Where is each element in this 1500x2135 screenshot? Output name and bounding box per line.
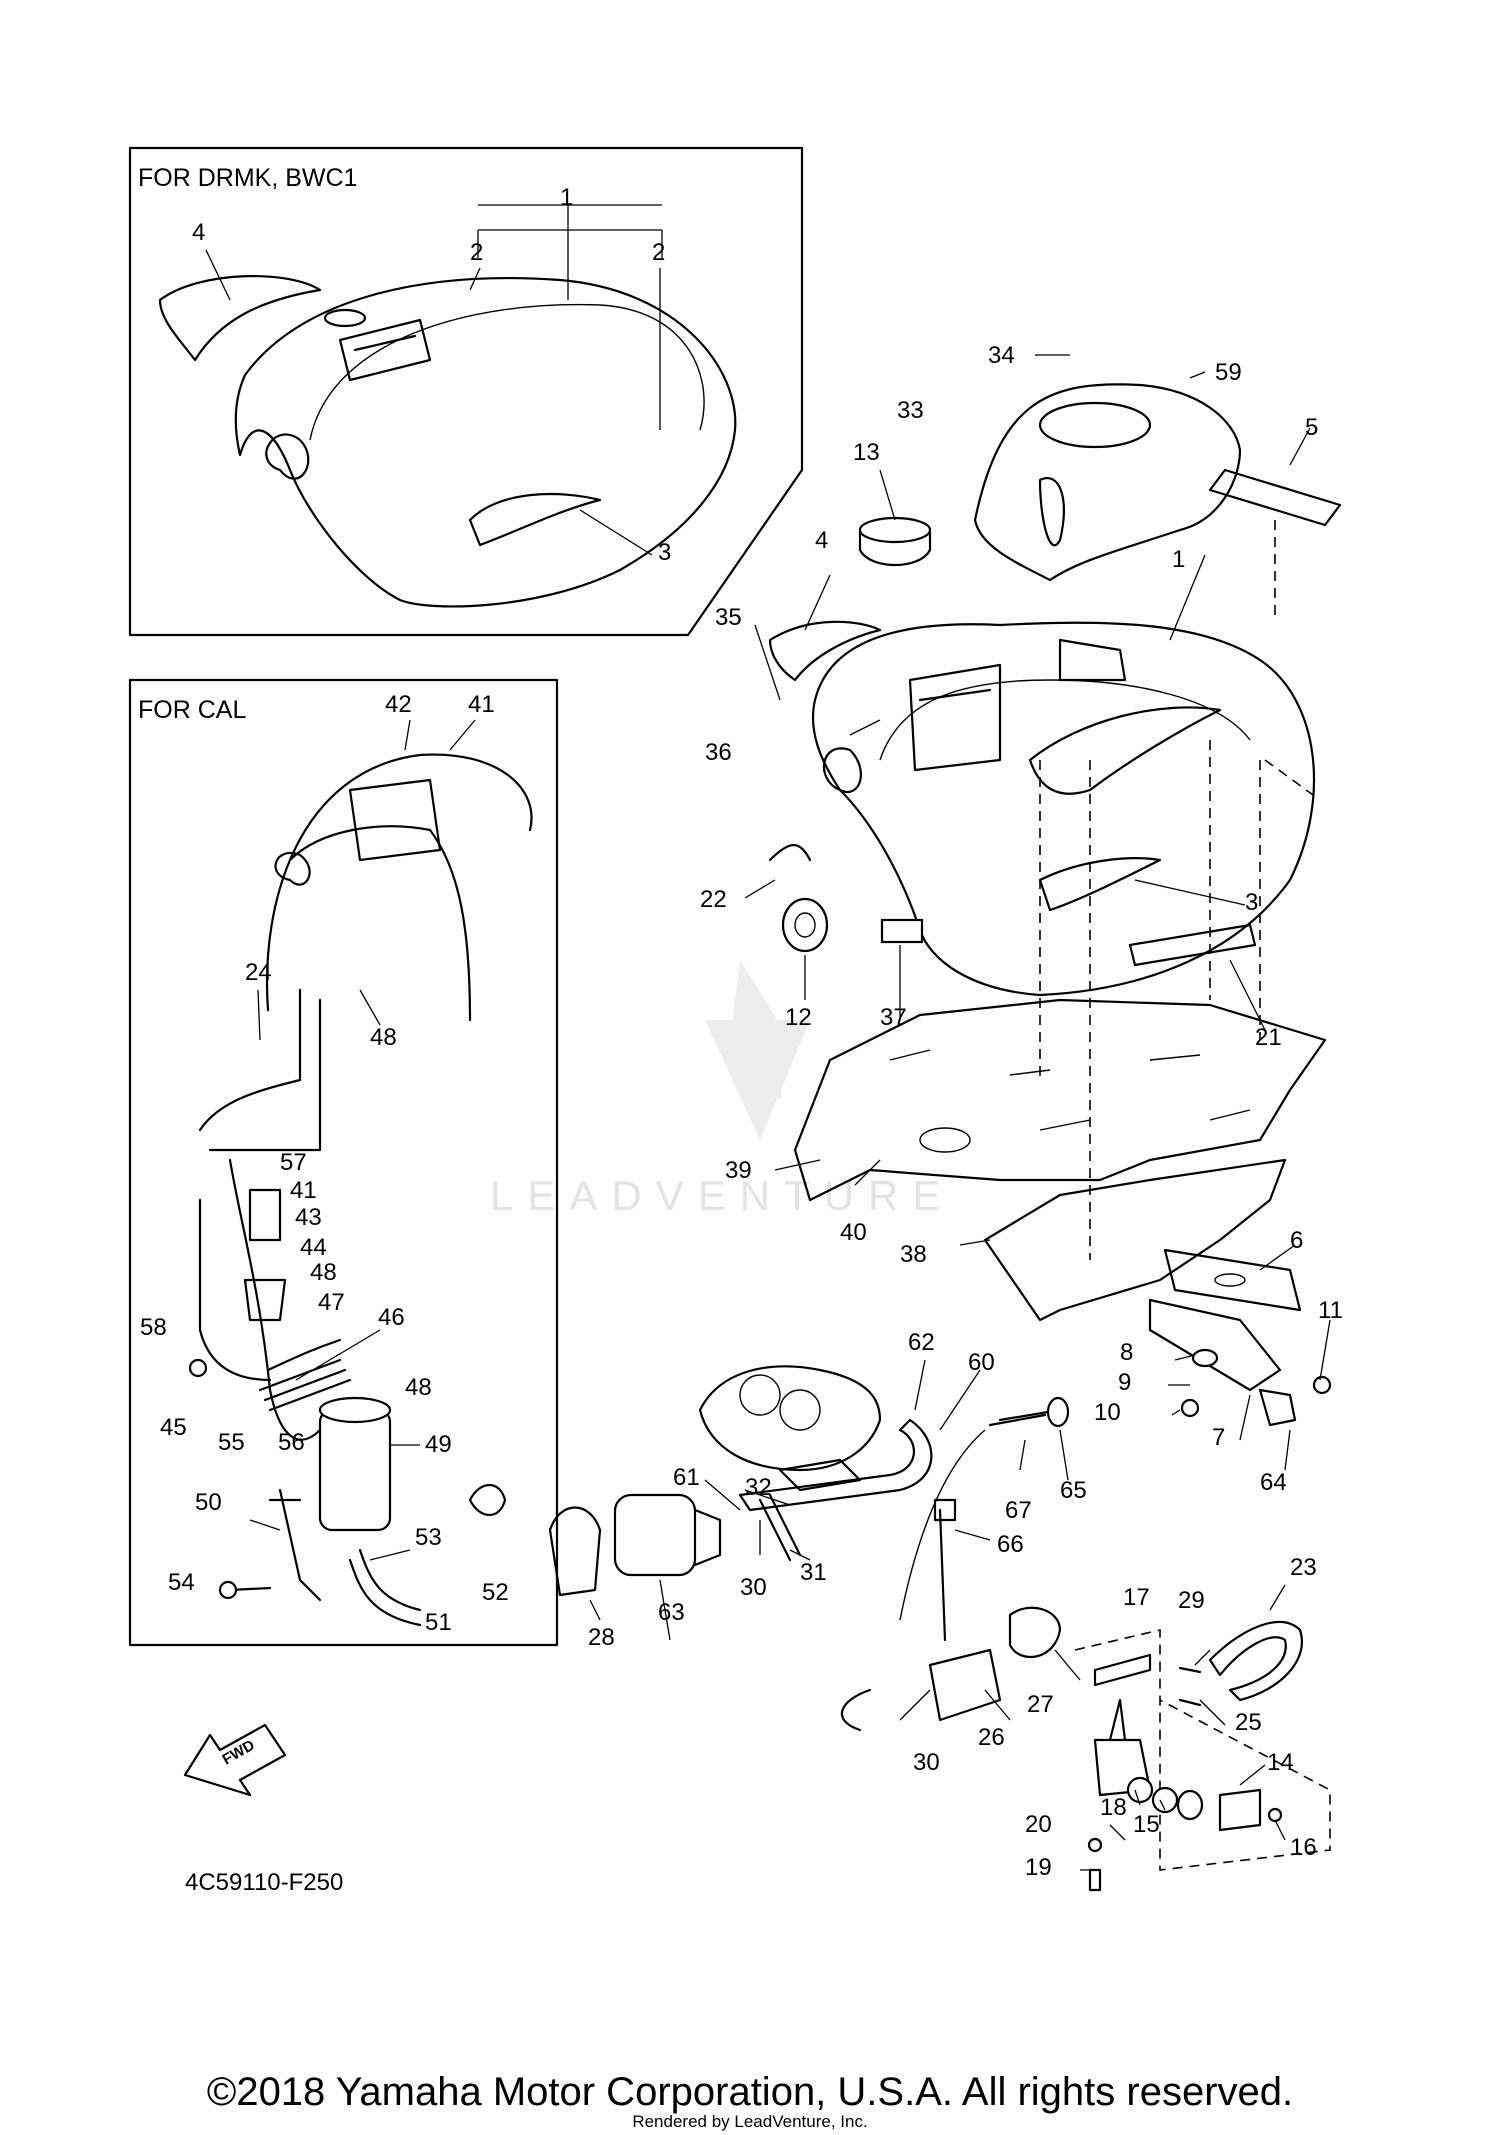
label-9: 9 <box>1118 1369 1131 1396</box>
label-35: 35 <box>715 604 742 631</box>
label-60: 60 <box>968 1349 995 1376</box>
inset-cal-label-42: 42 <box>385 691 412 718</box>
label-8: 8 <box>1120 1339 1133 1366</box>
inset-cal-label-52: 52 <box>482 1579 509 1606</box>
inset-drmk-label-4: 4 <box>192 219 205 246</box>
label-34: 34 <box>988 342 1015 369</box>
inset-cal-label-55: 55 <box>218 1429 245 1456</box>
inset-cal-label-51: 51 <box>425 1609 452 1636</box>
inset-cal-label-53: 53 <box>415 1524 442 1551</box>
label-4: 4 <box>815 527 828 554</box>
label-33: 33 <box>897 397 924 424</box>
inset-cal-label-44: 44 <box>300 1234 327 1261</box>
label-14: 14 <box>1267 1749 1294 1776</box>
label-6: 6 <box>1290 1227 1303 1254</box>
inset-drmk-label-2a: 2 <box>470 239 483 266</box>
label-3: 3 <box>1245 889 1258 916</box>
label-21: 21 <box>1255 1024 1282 1051</box>
label-26: 26 <box>978 1724 1005 1751</box>
label-59: 59 <box>1215 359 1242 386</box>
label-5: 5 <box>1305 414 1318 441</box>
inset-cal-label-56: 56 <box>278 1429 305 1456</box>
label-39: 39 <box>725 1157 752 1184</box>
inset-cal-label-24: 24 <box>245 959 272 986</box>
label-37: 37 <box>880 1004 907 1031</box>
inset-cal-label-46: 46 <box>378 1304 405 1331</box>
label-7: 7 <box>1212 1424 1225 1451</box>
label-64: 64 <box>1260 1469 1287 1496</box>
label-40: 40 <box>840 1219 867 1246</box>
main-assembly: 34 59 33 5 13 1 4 35 36 22 3 12 37 21 39… <box>548 342 1343 1892</box>
inset-cal-label-48b: 48 <box>310 1259 337 1286</box>
label-10: 10 <box>1094 1399 1121 1426</box>
label-30a: 30 <box>740 1574 767 1601</box>
inset-drmk: FOR DRMK, BWC1 1 2 2 4 3 <box>128 146 804 637</box>
label-13: 13 <box>853 439 880 466</box>
inset-cal-label-48c: 48 <box>405 1374 432 1401</box>
inset-cal-label-49: 49 <box>425 1431 452 1458</box>
inset-cal-label-45: 45 <box>160 1414 187 1441</box>
label-23: 23 <box>1290 1554 1317 1581</box>
label-11: 11 <box>1318 1297 1343 1324</box>
label-31: 31 <box>800 1559 827 1586</box>
inset-drmk-label-3: 3 <box>658 539 671 566</box>
inset-cal-title: FOR CAL <box>138 696 246 724</box>
label-65: 65 <box>1060 1477 1087 1504</box>
inset-cal-label-43: 43 <box>295 1204 322 1231</box>
inset-cal: FOR CAL 42 41 24 48 57 41 43 44 48 47 46… <box>128 678 559 1647</box>
fwd-arrow-icon: FWD <box>183 1723 287 1797</box>
inset-cal-label-41b: 41 <box>290 1177 317 1204</box>
label-28: 28 <box>588 1624 615 1651</box>
label-20: 20 <box>1025 1811 1052 1838</box>
inset-cal-label-58: 58 <box>140 1314 167 1341</box>
inset-cal-label-41a: 41 <box>468 691 495 718</box>
inset-cal-label-57: 57 <box>280 1149 307 1176</box>
label-17: 17 <box>1123 1584 1150 1611</box>
inset-drmk-title: FOR DRMK, BWC1 <box>138 164 357 192</box>
inset-drmk-label-1: 1 <box>560 184 573 211</box>
label-27: 27 <box>1027 1691 1054 1718</box>
label-19: 19 <box>1025 1854 1052 1881</box>
label-62: 62 <box>908 1329 935 1356</box>
label-25: 25 <box>1235 1709 1262 1736</box>
rendered-by-credit: Rendered by LeadVenture, Inc. <box>632 2112 868 2131</box>
label-15: 15 <box>1133 1811 1160 1838</box>
inset-cal-label-48a: 48 <box>370 1024 397 1051</box>
inset-cal-label-54: 54 <box>168 1569 195 1596</box>
inset-drmk-label-2b: 2 <box>652 239 665 266</box>
diagram-code: 4C59110-F250 <box>185 1869 343 1896</box>
label-32: 32 <box>745 1474 772 1501</box>
label-66: 66 <box>997 1531 1024 1558</box>
watermark-text: LEADVENTURE <box>490 1172 954 1219</box>
inset-cal-label-50: 50 <box>195 1489 222 1516</box>
label-38: 38 <box>900 1241 927 1268</box>
label-12: 12 <box>785 1004 812 1031</box>
watermark: LEADVENTURE <box>490 960 954 1219</box>
label-67: 67 <box>1005 1497 1032 1524</box>
inset-cal-label-47: 47 <box>318 1289 345 1316</box>
label-22: 22 <box>700 886 727 913</box>
label-61: 61 <box>673 1464 700 1491</box>
label-29: 29 <box>1178 1587 1205 1614</box>
copyright-notice: ©2018 Yamaha Motor Corporation, U.S.A. A… <box>206 2070 1294 2114</box>
fwd-label: FWD <box>220 1737 258 1769</box>
label-18: 18 <box>1100 1794 1127 1821</box>
label-63: 63 <box>658 1599 685 1626</box>
label-16: 16 <box>1290 1834 1317 1861</box>
label-36: 36 <box>705 739 732 766</box>
label-30b: 30 <box>913 1749 940 1776</box>
label-1: 1 <box>1172 546 1185 573</box>
